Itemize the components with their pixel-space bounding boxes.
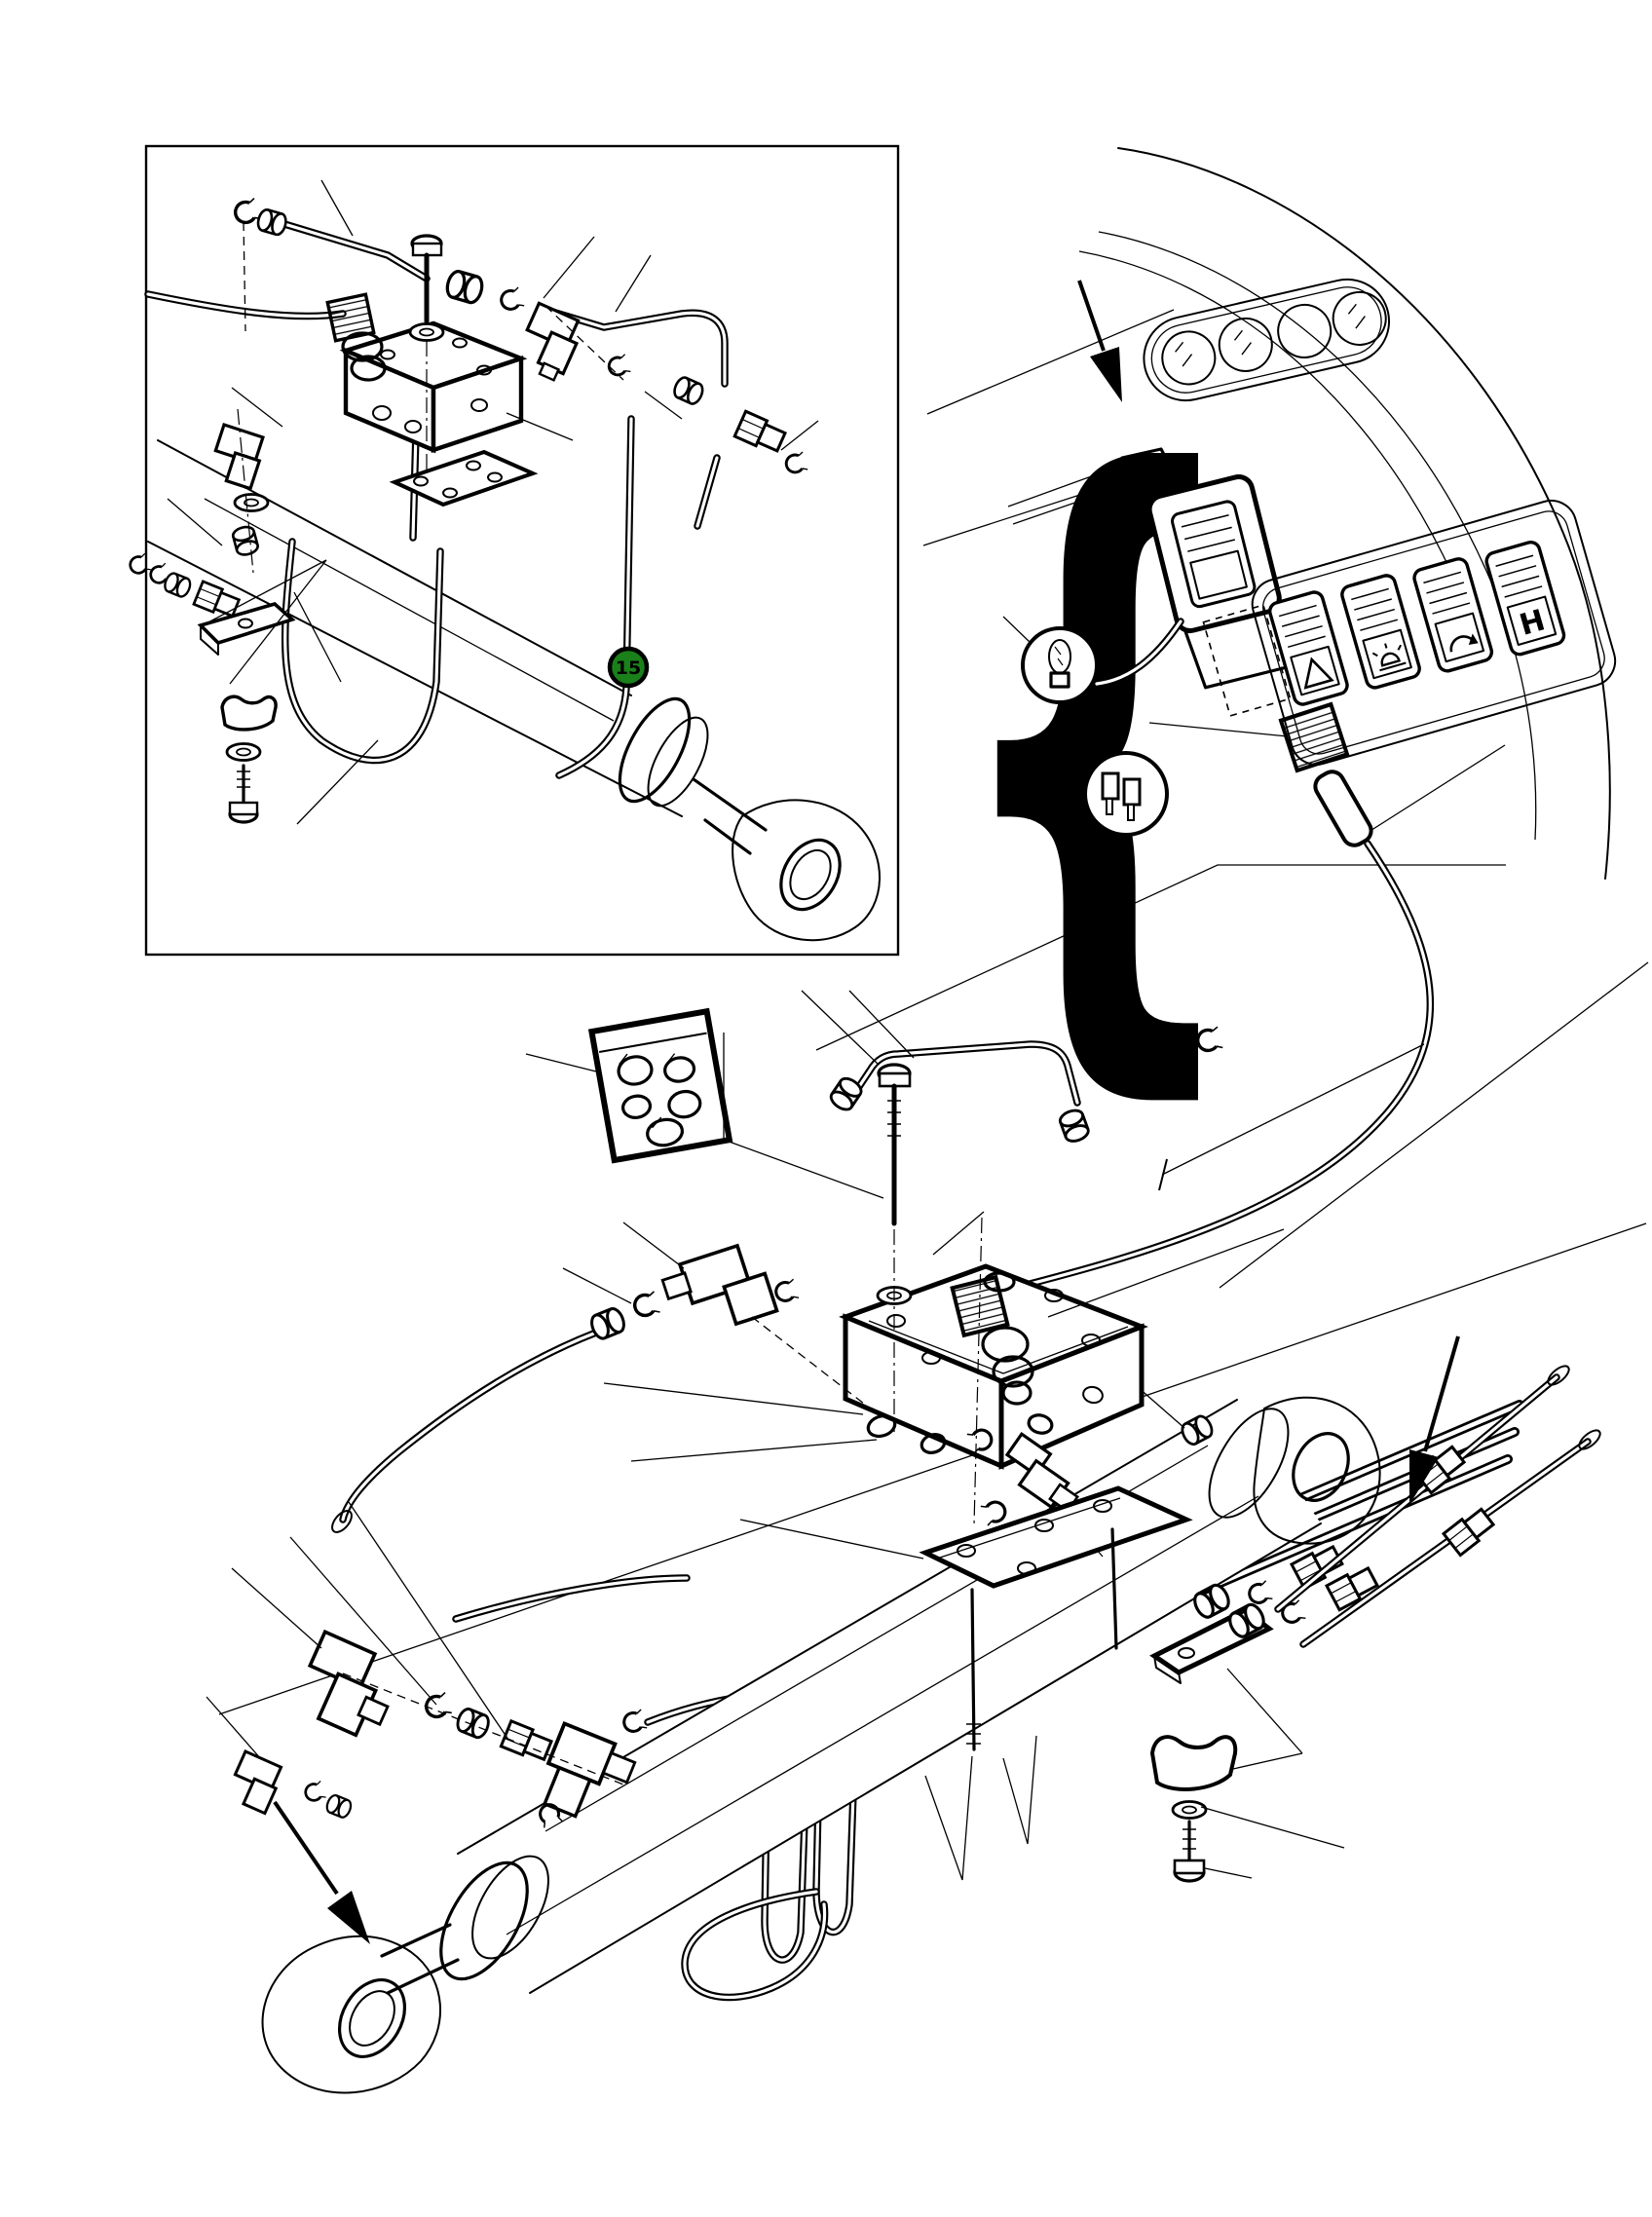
- switch-h[interactable]: H: [1484, 541, 1566, 657]
- bulb-detail-balloon: [1002, 616, 1099, 704]
- switch-hazard[interactable]: [1268, 590, 1350, 706]
- valve-bolt: [876, 1063, 985, 1432]
- part-badge-15[interactable]: 15: [607, 646, 650, 689]
- console-inner-curve: [1098, 231, 1537, 841]
- inset-solenoid: [325, 292, 387, 382]
- switch-blank-cap: [1007, 447, 1172, 525]
- u-bend-pipes: [681, 1710, 857, 2002]
- clamp-bolt: [1173, 1820, 1206, 1883]
- inset-diagram: 15: [126, 179, 881, 942]
- clevis-eye: [1253, 1396, 1381, 1545]
- inset-clamp-group: [126, 551, 296, 824]
- reference-arrow-1: [1077, 280, 1122, 402]
- main-diagram: [206, 961, 1649, 2094]
- pipe-clamp-assembly: [1149, 1541, 1381, 1883]
- tee-fitting: [542, 1720, 637, 1819]
- left-fitting-cluster: [206, 1501, 649, 1829]
- switch-panel: H: [1251, 499, 1617, 766]
- pipe-left-2: [452, 1574, 691, 1623]
- hydraulic-cylinder: [261, 1386, 1381, 2094]
- rod-eye: [261, 1935, 441, 2094]
- work-light-icon: [1449, 633, 1479, 653]
- switch-slot-dashed: [1202, 604, 1292, 717]
- inset-valve-bolt: [408, 234, 445, 473]
- formed-pipe: [801, 990, 1224, 1146]
- harness-cable: [1013, 842, 1432, 1290]
- inset-valve-block: [325, 234, 539, 507]
- clamp-lower-half: [1149, 1668, 1303, 1791]
- inset-leader-lines: [167, 179, 819, 825]
- hazard-triangle-icon: [1303, 657, 1334, 690]
- fuse-detail-balloon: [1007, 749, 1169, 837]
- console-outer-curve: [1117, 147, 1611, 880]
- gauge-plate: [587, 1007, 733, 1164]
- beacon-icon: [1371, 643, 1407, 672]
- solenoid-coil: [981, 1326, 1034, 1406]
- inset-elbow-icon: [525, 301, 581, 382]
- switch-worklight[interactable]: [1412, 557, 1494, 673]
- switch-wire: [1095, 620, 1183, 686]
- reference-arrow-3: [273, 1800, 370, 1944]
- inset-pipes: [281, 220, 729, 779]
- pipe-left-2: [454, 1576, 689, 1621]
- curly-brace: {: [943, 336, 1253, 1152]
- dashboard-sketch: {: [815, 147, 1617, 1292]
- inset-left-elbow: [213, 408, 270, 574]
- inset-solenoid-cable: [146, 292, 345, 319]
- blade-fuse-icon: [1101, 771, 1142, 821]
- reference-arrow-2: [1409, 1335, 1460, 1505]
- instrument-cluster: [1143, 278, 1391, 402]
- harness-connector: [1148, 701, 1506, 847]
- hose-pair-right: [1274, 1365, 1601, 1648]
- boom-line: [218, 1222, 1647, 1715]
- mounting-plate: [739, 1485, 1193, 1751]
- inset-mounting-plate: [389, 449, 539, 507]
- rocker-switch-exploded: [1146, 474, 1288, 690]
- inset-top-fittings: [231, 196, 632, 382]
- solenoid-valve-block: [839, 1217, 1148, 1526]
- hose-elbow-assembly: [331, 1221, 874, 1533]
- inset-rod-eye: [692, 777, 881, 942]
- part-badge-label: 15: [616, 658, 641, 679]
- switch-beacon[interactable]: [1340, 574, 1422, 690]
